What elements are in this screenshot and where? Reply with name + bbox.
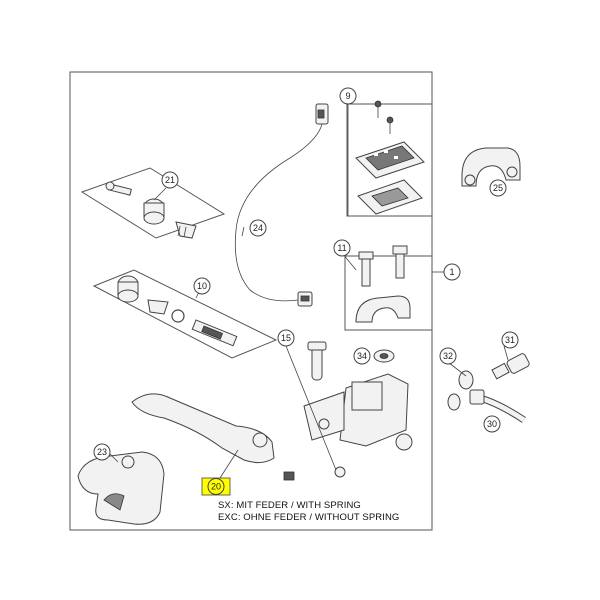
master-cylinder-body (303, 373, 413, 451)
callout-32-label: 32 (443, 351, 453, 361)
circlip-10 (171, 309, 185, 323)
note-sx: SX: MIT FEDER / WITH SPRING (218, 500, 361, 511)
callout-20-highlighted: 20 (201, 477, 231, 496)
callout-1: 1 (443, 263, 461, 281)
reservoir-screws (374, 100, 394, 134)
piston-spring-10 (191, 319, 238, 347)
banjo-bolt-34 (373, 349, 395, 363)
callout-25: 25 (489, 179, 507, 197)
callout-21-label: 21 (165, 175, 175, 185)
brake-lever-20 (131, 393, 295, 481)
nut-15 (334, 466, 346, 478)
callout-32: 32 (439, 347, 457, 365)
group-box-10 (92, 269, 278, 359)
switch-cable (234, 123, 323, 302)
group-box-21 (80, 167, 226, 239)
dust-boot-21 (175, 221, 197, 239)
callout-9-label: 9 (345, 91, 350, 101)
piston-10 (117, 275, 139, 303)
piston-21 (143, 198, 165, 225)
callout-31-label: 31 (505, 335, 515, 345)
callout-15-label: 15 (281, 333, 291, 343)
callout-31: 31 (501, 331, 519, 349)
callout-9: 9 (339, 87, 357, 105)
reservoir-gasket (357, 179, 423, 215)
callout-34-label: 34 (357, 351, 367, 361)
callout-24-label: 24 (253, 223, 263, 233)
pivot-pin-15 (307, 341, 327, 381)
group-box-9 (346, 103, 433, 217)
callout-10-label: 10 (197, 281, 207, 291)
callout-11-label: 11 (337, 243, 346, 253)
washers-32 (447, 370, 474, 411)
brake-light-switch (315, 103, 329, 125)
callout-15: 15 (277, 329, 295, 347)
boot-10 (147, 299, 169, 315)
callout-10: 10 (193, 277, 211, 295)
note-exc: EXC: OHNE FEDER / WITHOUT SPRING (218, 512, 400, 523)
callout-20-label: 20 (211, 481, 221, 491)
callout-34: 34 (353, 347, 371, 365)
reservoir-cover (355, 141, 425, 179)
pushrod-21 (105, 181, 132, 196)
callout-11: 11 (333, 239, 351, 257)
callout-23-label: 23 (97, 447, 107, 457)
callout-24: 24 (249, 219, 267, 237)
callout-30-label: 30 (487, 419, 497, 429)
callout-23: 23 (93, 443, 111, 461)
callout-1-label: 1 (449, 267, 454, 277)
clamp-bolts (358, 245, 408, 287)
switch-connector (297, 291, 313, 307)
clamp-part-25 (461, 147, 521, 187)
callout-30: 30 (483, 415, 501, 433)
handlebar-clamp (355, 295, 411, 323)
lever-guard-23 (77, 451, 165, 525)
fitting-31 (491, 353, 530, 380)
callout-25-label: 25 (493, 183, 503, 193)
brake-hose-30 (469, 389, 526, 423)
callout-21: 21 (161, 171, 179, 189)
